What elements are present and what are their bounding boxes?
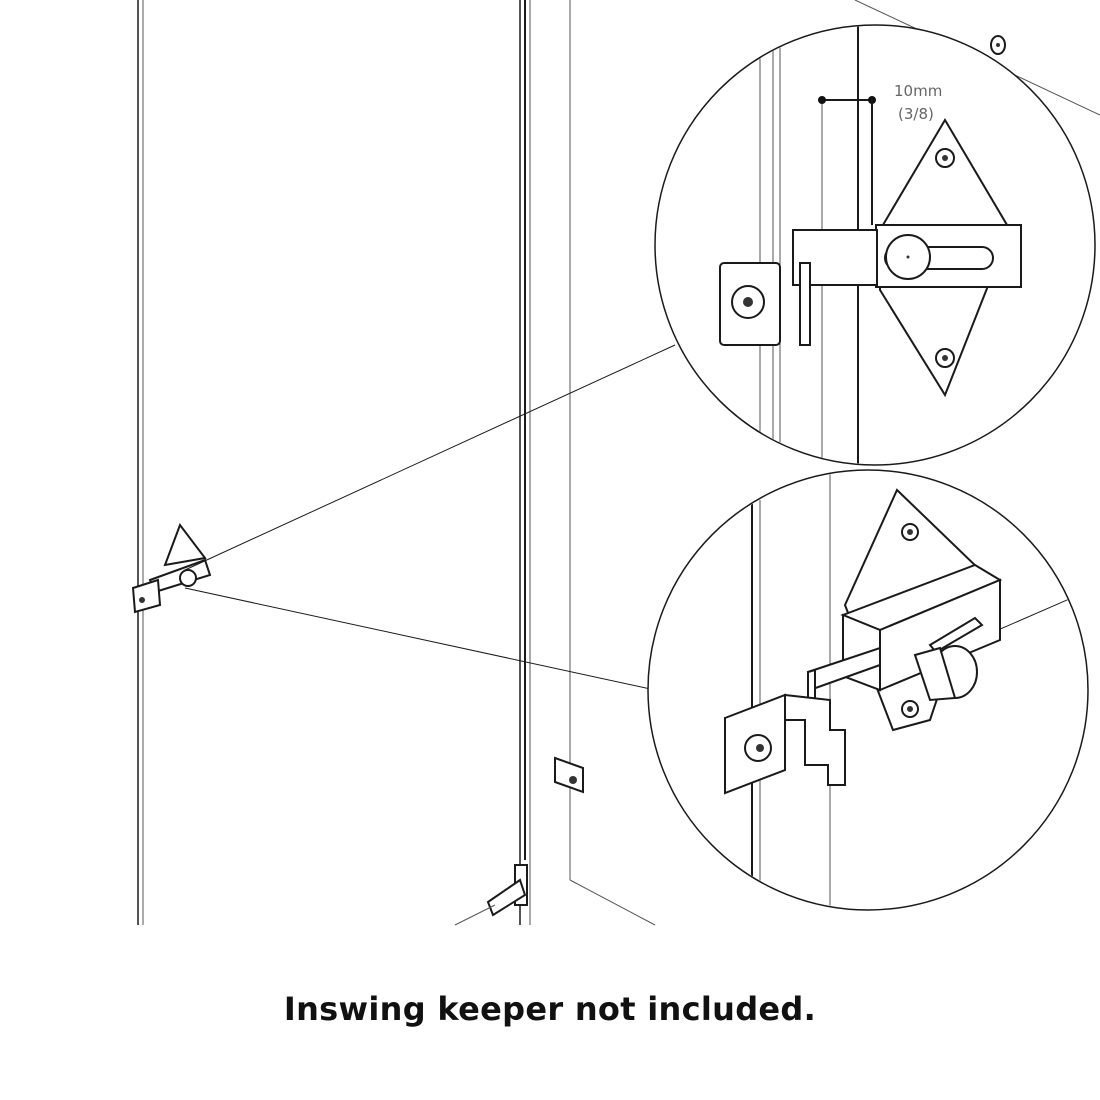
frame-bracket	[990, 35, 1006, 55]
latch-overview	[131, 344, 676, 691]
dimension-metric: 10mm	[894, 82, 942, 100]
latch-installation-diagram: 10mm (3/8)	[131, 0, 1100, 926]
caption-text: Inswing keeper not included.	[283, 990, 817, 1028]
keeper-bracket	[554, 756, 584, 794]
front-view-detail: 10mm (3/8)	[654, 24, 1096, 466]
door-panel	[137, 0, 526, 925]
dimension-imperial: (3/8)	[898, 105, 934, 123]
isometric-detail	[647, 469, 1089, 911]
bottom-hinge	[454, 864, 528, 926]
pilaster-frame	[529, 0, 1100, 926]
